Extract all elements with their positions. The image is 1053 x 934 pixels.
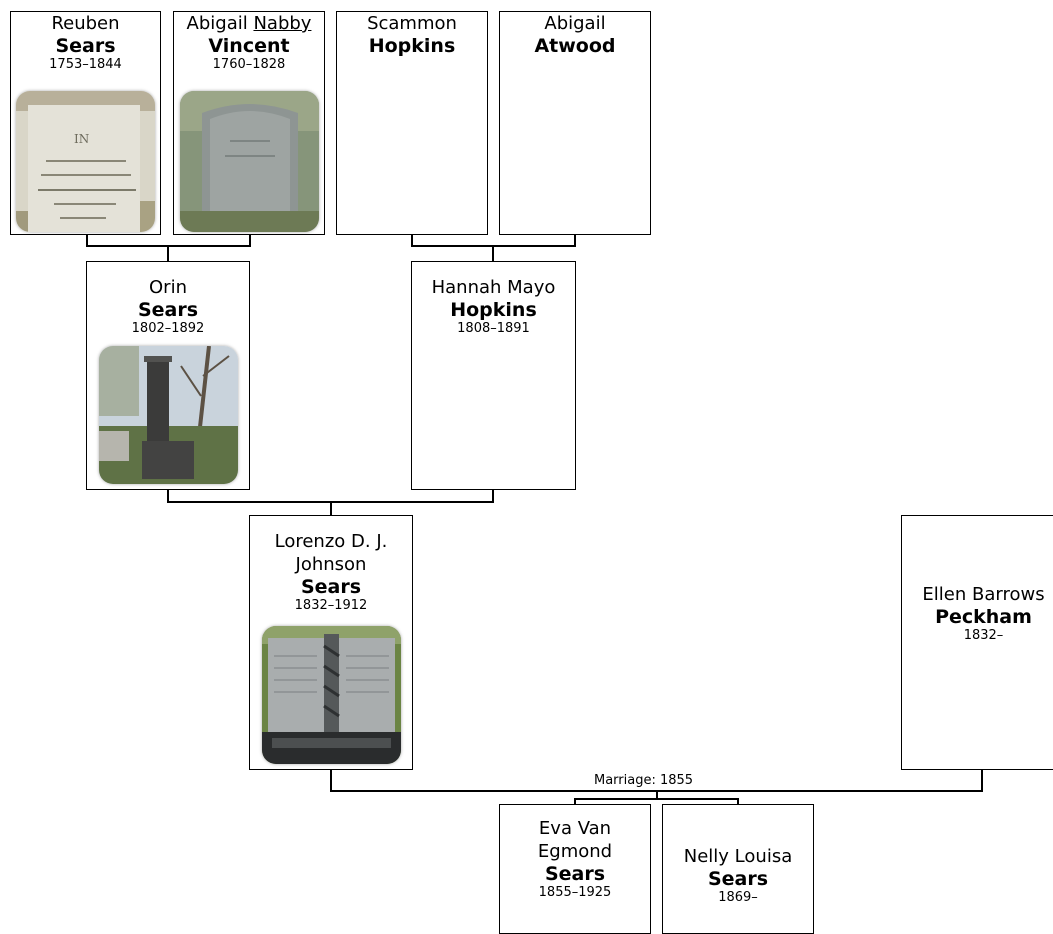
surname: Hopkins — [368, 35, 456, 57]
connector-line — [249, 235, 251, 246]
surname: Peckham — [935, 606, 1032, 628]
person-card-abigail-atwood[interactable]: Abigail Atwood — [499, 11, 651, 235]
person-card-orin-sears[interactable]: Orin Sears 1802–1892 — [86, 261, 250, 490]
connector-line — [492, 490, 494, 502]
gravestone-photo[interactable] — [262, 626, 401, 764]
svg-text:IN: IN — [74, 132, 89, 146]
life-dates: 1832–1912 — [294, 598, 368, 613]
given-name: Reuben — [51, 13, 120, 34]
life-dates: 1808–1891 — [457, 321, 530, 336]
connector-line — [737, 798, 739, 805]
gravestone-photo[interactable] — [180, 91, 319, 232]
life-dates: 1760–1828 — [212, 57, 286, 72]
person-card-nelly-sears[interactable]: Nelly Louisa Sears 1869– — [662, 804, 814, 934]
surname: Sears — [707, 868, 769, 890]
given-name: Scammon — [367, 13, 457, 34]
gravestone-photo[interactable]: IN — [16, 91, 155, 232]
given-name-line2: Egmond — [537, 841, 613, 862]
surname: Atwood — [534, 35, 616, 57]
person-card-reuben-sears[interactable]: Reuben Sears 1753–1844 IN — [10, 11, 161, 235]
surname: Vincent — [208, 35, 290, 57]
connector-line — [330, 501, 332, 515]
connector-line — [492, 245, 494, 261]
given-name: Abigail — [544, 13, 606, 34]
connector-line — [574, 235, 576, 246]
life-dates: 1855–1925 — [538, 885, 612, 900]
nickname: Nabby — [253, 13, 312, 34]
person-card-eva-sears[interactable]: Eva Van Egmond Sears 1855–1925 — [499, 804, 651, 934]
surname: Sears — [55, 35, 116, 57]
surname: Sears — [300, 576, 362, 598]
given-name-line1: Eva Van — [538, 818, 612, 839]
connector-line — [656, 790, 658, 799]
given-name: Hannah Mayo — [431, 277, 556, 298]
connector-line — [981, 770, 983, 791]
person-card-lorenzo-sears[interactable]: Lorenzo D. J. Johnson Sears 1832–1912 — [249, 515, 413, 770]
surname: Hopkins — [450, 299, 537, 321]
given-name: Ellen Barrows — [922, 584, 1045, 605]
connector-line — [86, 235, 88, 246]
connector-line — [411, 235, 413, 246]
given-name-line1: Lorenzo D. J. — [274, 531, 388, 552]
life-dates: 1832– — [963, 628, 1004, 643]
connector-line — [574, 798, 576, 805]
person-card-ellen-peckham[interactable]: Ellen Barrows Peckham 1832– — [901, 515, 1053, 770]
given-name-line2: Johnson — [295, 554, 367, 575]
person-card-scammon-hopkins[interactable]: Scammon Hopkins — [336, 11, 488, 235]
marriage-label: Marriage: 1855 — [593, 773, 695, 788]
connector-line — [574, 798, 739, 800]
surname: Sears — [137, 299, 199, 321]
connector-line — [167, 245, 169, 261]
connector-line — [167, 490, 169, 502]
given-name: Nelly Louisa — [683, 846, 793, 867]
given-name: Abigail Nabby — [186, 13, 312, 34]
person-card-abigail-vincent[interactable]: Abigail Nabby Vincent 1760–1828 — [173, 11, 325, 235]
life-dates: 1802–1892 — [131, 321, 205, 336]
person-card-hannah-hopkins[interactable]: Hannah Mayo Hopkins 1808–1891 — [411, 261, 576, 490]
life-dates: 1869– — [718, 890, 758, 905]
given-name: Orin — [149, 277, 187, 298]
surname: Sears — [544, 863, 606, 885]
connector-line — [330, 770, 332, 791]
gravestone-photo[interactable] — [99, 346, 238, 484]
life-dates: 1753–1844 — [49, 57, 122, 72]
